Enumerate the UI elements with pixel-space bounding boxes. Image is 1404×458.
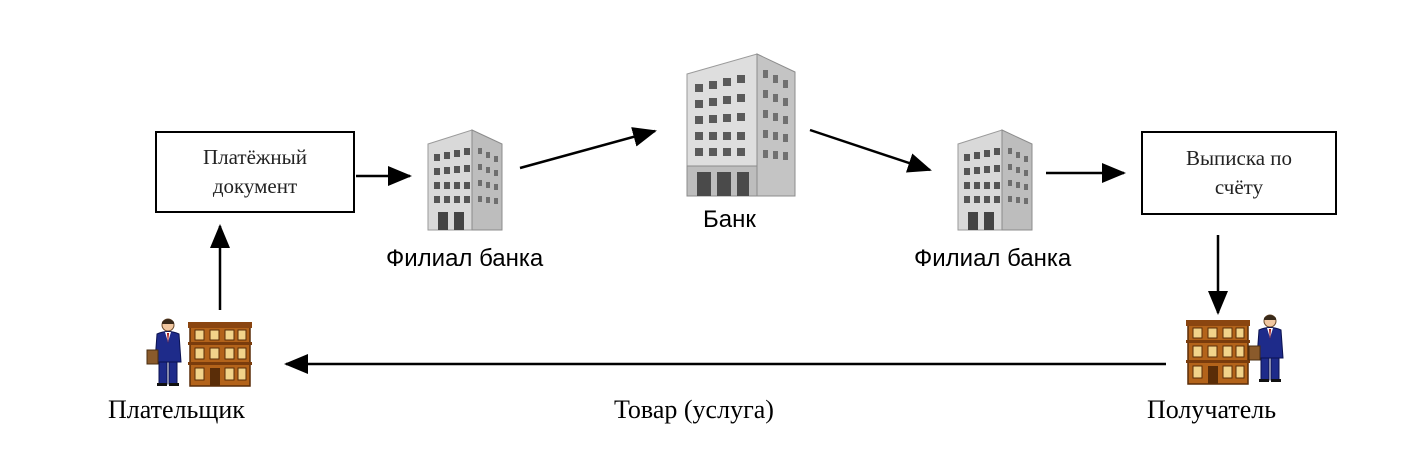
payment-document-box: Платёжный документ — [155, 131, 355, 213]
payer-label: Плательщик — [108, 395, 245, 424]
goods-flow-label: Товар (услуга) — [614, 395, 774, 424]
bank-tower-icon — [686, 53, 796, 197]
store-house-icon — [1185, 319, 1251, 385]
store-house-icon — [187, 321, 253, 387]
arrow-bank-to-branch — [809, 128, 932, 173]
recipient-label: Получатель — [1147, 395, 1277, 424]
arrow-branch-to-bank — [519, 127, 657, 170]
payment-document-label: Платёжный документ — [202, 145, 307, 198]
businessman-icon — [146, 318, 182, 387]
bank-label: Банк — [703, 206, 756, 233]
branch-right-label: Филиал банка — [914, 245, 1072, 272]
businessman-icon — [1248, 314, 1284, 383]
branch-left-label: Филиал банка — [386, 245, 544, 272]
office-building-icon — [427, 129, 503, 231]
account-statement-label: Выписка по счёту — [1185, 146, 1293, 199]
office-building-icon — [957, 129, 1033, 231]
account-statement-box: Выписка по счёту — [1141, 131, 1337, 215]
